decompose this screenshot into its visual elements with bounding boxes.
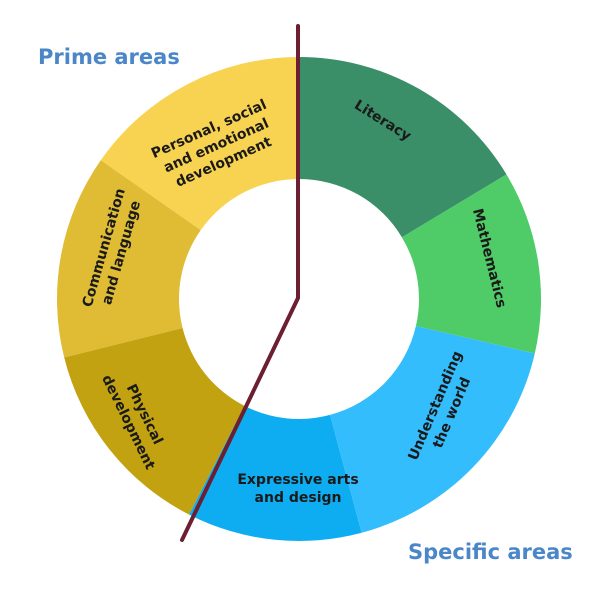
- segment-communication: [57, 160, 201, 358]
- segment-physical: [64, 328, 245, 515]
- segment-mathematics: [401, 174, 542, 354]
- segment-personal: [100, 57, 300, 231]
- segment-label-line: Expressive arts: [237, 472, 358, 488]
- specific-areas-label: Specific areas: [408, 540, 573, 564]
- segment-literacy: [299, 57, 507, 238]
- prime-areas-label: Prime areas: [38, 45, 180, 69]
- segment-label-line: and design: [255, 490, 342, 506]
- segment-understanding: [330, 325, 535, 533]
- prime-specific-divider: [180, 24, 300, 542]
- segment-label-expressive: Expressive arts and design: [237, 472, 358, 506]
